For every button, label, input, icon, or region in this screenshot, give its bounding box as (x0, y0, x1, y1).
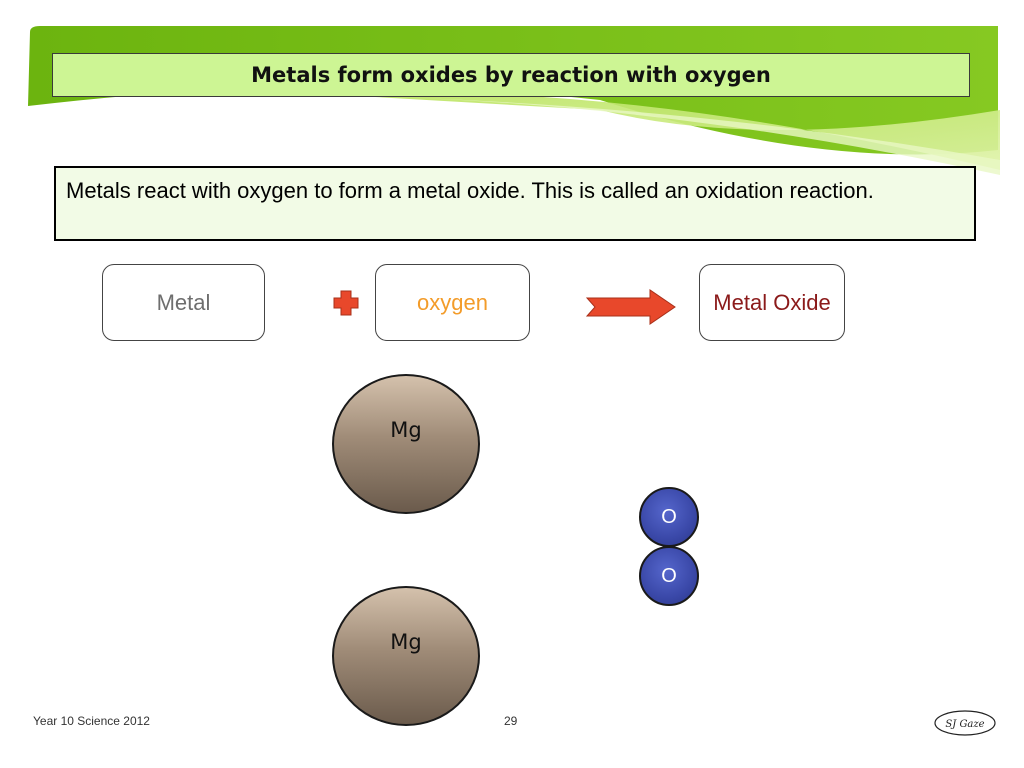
reactant-metal-label: Metal (156, 289, 211, 315)
oxygen-atom-label: O (661, 564, 677, 587)
svg-text:SJ Gaze: SJ Gaze (945, 719, 984, 730)
reactant-metal-box: Metal (102, 264, 265, 341)
right-arrow-icon (586, 289, 676, 325)
intro-text: Metals react with oxygen to form a metal… (66, 178, 874, 203)
slide-title-box: Metals form oxides by reaction with oxyg… (52, 53, 970, 97)
magnesium-atom-label: Mg (390, 418, 422, 442)
plus-icon (333, 290, 359, 316)
intro-text-box: Metals react with oxygen to form a metal… (54, 166, 976, 241)
product-metal-oxide-box: Metal Oxide (699, 264, 845, 341)
oxygen-atom-label: O (661, 505, 677, 528)
product-metal-oxide-label: Metal Oxide (713, 289, 831, 315)
magnesium-atom-bottom: Mg (332, 586, 480, 726)
reactant-oxygen-label: oxygen (417, 289, 488, 315)
footer-course: Year 10 Science 2012 (33, 714, 150, 728)
author-logo: SJ Gaze (934, 710, 996, 736)
magnesium-atom-top: Mg (332, 374, 480, 514)
slide-title: Metals form oxides by reaction with oxyg… (251, 63, 771, 87)
reactant-oxygen-box: oxygen (375, 264, 530, 341)
oxygen-atom-bottom: O (639, 546, 699, 606)
magnesium-atom-label: Mg (390, 630, 422, 654)
page-number: 29 (504, 714, 518, 728)
oxygen-atom-top: O (639, 487, 699, 547)
